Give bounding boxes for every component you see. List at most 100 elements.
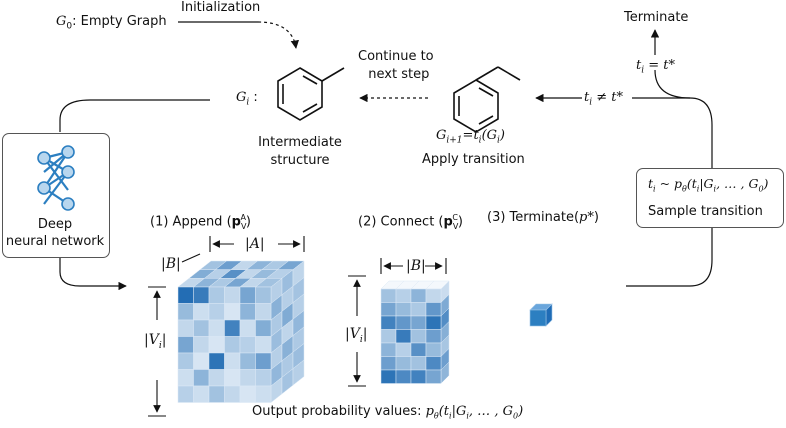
append-front-cell xyxy=(224,286,241,304)
append-front-cell xyxy=(177,352,194,370)
dim-vi-append-label: |Vi| xyxy=(144,332,167,351)
connect-front-cell xyxy=(425,315,442,330)
dim-b-append-label: |B| xyxy=(161,256,181,272)
apply-transition-label: Apply transition xyxy=(422,152,525,167)
append-front-cell xyxy=(208,336,225,354)
connect-front-cell xyxy=(395,302,412,317)
right-loop xyxy=(632,97,713,168)
append-front-cell xyxy=(208,286,225,304)
sample-formula: ti ~ pθ(ti|Gi, … , G0) xyxy=(648,176,769,194)
connect-front-cell xyxy=(425,342,442,357)
append-front-cell xyxy=(193,369,210,387)
connect-front-cell xyxy=(425,369,442,384)
connect-front-cell xyxy=(395,342,412,357)
connect-front-cell xyxy=(425,288,442,303)
connect-front-cell xyxy=(380,369,397,384)
ethylbenzene-molecule xyxy=(453,66,521,133)
dim-a-label: |A| xyxy=(245,236,265,252)
connect-front-cell xyxy=(410,302,427,317)
append-title: (1) Append (pVA) xyxy=(150,213,251,231)
dim-vi-connect-label: |Vi| xyxy=(345,326,368,345)
append-front-cell xyxy=(239,369,256,387)
gi1-formula: Gi+1=ti(Gi) xyxy=(436,128,505,146)
append-front-cell xyxy=(193,385,210,403)
connect-front-cell xyxy=(380,315,397,330)
connect-front-cell xyxy=(380,329,397,344)
append-front-cell xyxy=(255,319,272,337)
append-front-cell xyxy=(177,336,194,354)
append-front-cell xyxy=(177,303,194,321)
append-front-cell xyxy=(239,385,256,403)
continue-label: Continue to next step xyxy=(358,49,434,82)
connect-dim-lines xyxy=(348,258,447,387)
output-probability-label: Output probability values: pθ(ti|Gi, … ,… xyxy=(252,404,524,421)
append-front-cell xyxy=(224,336,241,354)
append-front-cell xyxy=(255,385,272,403)
append-front-cell xyxy=(224,352,241,370)
append-front-cell xyxy=(208,303,225,321)
append-front-cell xyxy=(193,336,210,354)
append-front-cell xyxy=(224,369,241,387)
connect-front-cell xyxy=(395,356,412,371)
connect-front-cell xyxy=(380,288,397,303)
connect-front-cell xyxy=(380,302,397,317)
init-arrow xyxy=(178,21,299,49)
connect-front-cell xyxy=(425,356,442,371)
ti-not-equals-label: ti ≠ t* xyxy=(584,90,624,108)
append-front-cell xyxy=(239,352,256,370)
append-front-cell xyxy=(239,303,256,321)
connect-front-cell xyxy=(380,342,397,357)
ti-equals-label: ti = t* xyxy=(636,58,676,76)
append-front-cell xyxy=(177,369,194,387)
append-front-cell xyxy=(239,336,256,354)
connect-front-cell xyxy=(395,369,412,384)
sample-transition-box xyxy=(636,168,784,228)
append-front-cell xyxy=(224,319,241,337)
append-front-cell xyxy=(193,286,210,304)
connect-front-cell xyxy=(395,288,412,303)
append-front-cell xyxy=(177,385,194,403)
append-front-cell xyxy=(208,352,225,370)
connect-title: (2) Connect (pVC) xyxy=(358,213,463,231)
append-front-cell xyxy=(255,303,272,321)
append-front-cell xyxy=(239,286,256,304)
connect-front-cell xyxy=(410,342,427,357)
deep-nn-label: Deep neural network xyxy=(5,217,105,249)
connect-front-cell xyxy=(425,302,442,317)
append-front-cell xyxy=(208,319,225,337)
gi-label: Gi : xyxy=(236,90,258,108)
initialization-label: Initialization xyxy=(181,0,261,15)
g0-label: G0: Empty Graph xyxy=(56,14,167,32)
connect-front-cell xyxy=(410,288,427,303)
panel-to-sample xyxy=(626,226,713,287)
connect-heatmap-block xyxy=(380,280,450,385)
connect-front-cell xyxy=(410,356,427,371)
network-to-panel xyxy=(59,258,127,291)
append-front-cell xyxy=(224,385,241,403)
dim-b-connect-label: |B| xyxy=(406,258,426,274)
append-side-cell xyxy=(292,359,305,386)
terminate-title: (3) Terminate(p*) xyxy=(487,210,599,225)
append-front-cell xyxy=(224,303,241,321)
connect-front-cell xyxy=(410,369,427,384)
connect-front-cell xyxy=(395,315,412,330)
terminate-branch xyxy=(654,69,691,99)
append-front-cell xyxy=(255,369,272,387)
append-front-cell xyxy=(193,303,210,321)
append-front-cell xyxy=(255,336,272,354)
append-front-cell xyxy=(177,319,194,337)
terminate-label: Terminate xyxy=(624,10,689,25)
append-front-cell xyxy=(208,385,225,403)
connect-front-cell xyxy=(425,329,442,344)
connect-front-cell xyxy=(410,315,427,330)
connect-front-cell xyxy=(410,329,427,344)
append-front-cell xyxy=(255,286,272,304)
connect-front-cell xyxy=(380,356,397,371)
append-front-cell xyxy=(177,286,194,304)
terminate-cube xyxy=(529,303,553,327)
append-dim-lines xyxy=(148,236,305,417)
append-front-cell xyxy=(239,319,256,337)
append-heatmap-cube xyxy=(177,260,305,404)
toluene-molecule xyxy=(277,67,345,121)
append-front-cell xyxy=(193,352,210,370)
